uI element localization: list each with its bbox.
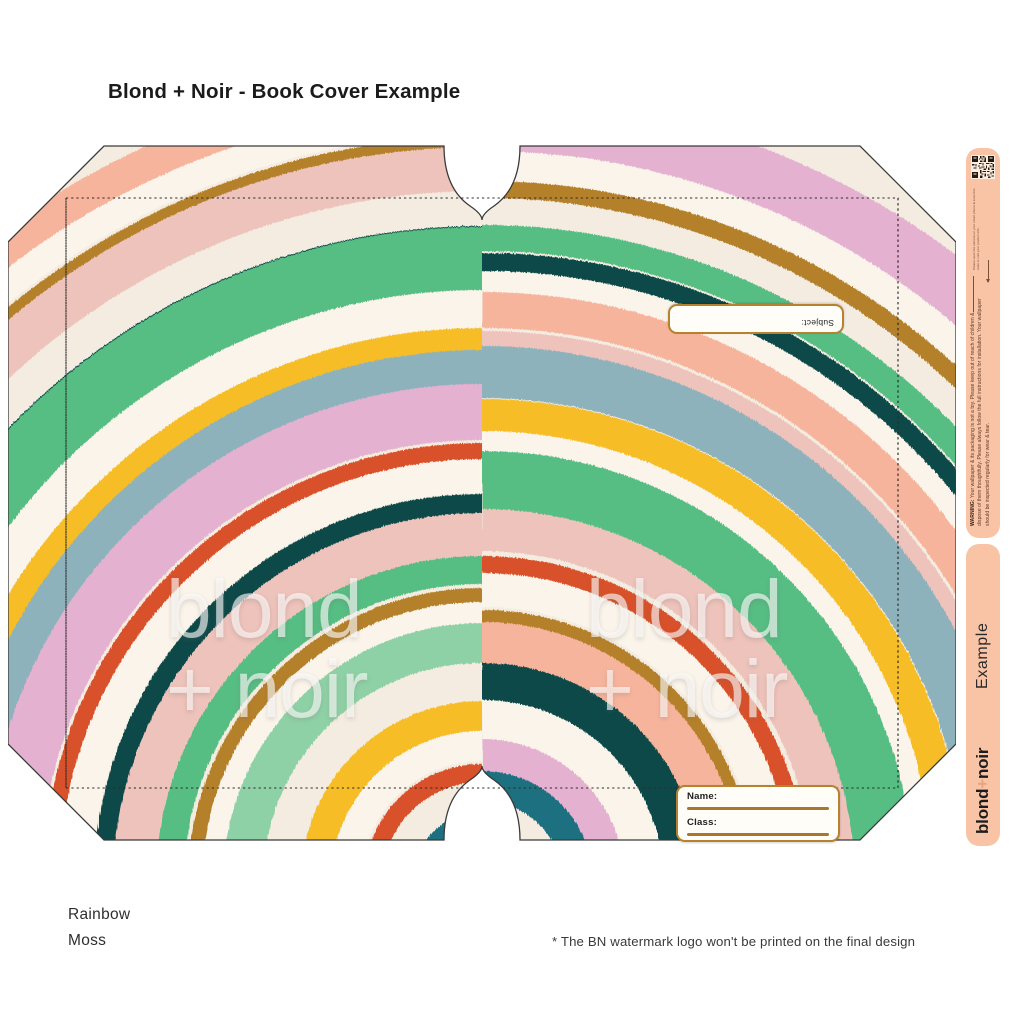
qr-divider bbox=[973, 276, 974, 312]
class-row[interactable]: Class: bbox=[678, 813, 838, 839]
brand-name-plus: + bbox=[973, 779, 992, 789]
page-title: Blond + Noir - Book Cover Example bbox=[108, 80, 461, 103]
book-cover-artboard: blond + noir blond + noir Subject: Name:… bbox=[8, 140, 956, 846]
name-label: Name: bbox=[687, 791, 718, 802]
class-write-line bbox=[687, 833, 829, 836]
brand-name-part1: blond bbox=[973, 788, 992, 834]
pattern-name-line2: Moss bbox=[68, 932, 107, 949]
book-cover-svg bbox=[8, 145, 956, 841]
safe-area-guide bbox=[65, 197, 899, 789]
name-row[interactable]: Name: bbox=[678, 787, 838, 813]
die-cut-outline bbox=[8, 145, 956, 841]
brand-label-strip: blond+noir Example bbox=[966, 544, 1000, 846]
class-label: Class: bbox=[687, 817, 717, 828]
brand-name-part2: noir bbox=[973, 747, 992, 779]
qr-code-icon[interactable] bbox=[971, 155, 995, 179]
name-write-line bbox=[687, 807, 829, 810]
subject-label: Subject: bbox=[801, 318, 834, 328]
warning-text: WARNING: Your wallpaper & its packaging … bbox=[970, 298, 992, 526]
pattern-name-line1: Rainbow bbox=[68, 906, 131, 923]
pattern-name: Rainbow Moss bbox=[68, 902, 130, 954]
watermark-footnote: * The BN watermark logo won't be printed… bbox=[552, 934, 916, 949]
brand-variant-label: Example bbox=[974, 622, 991, 689]
subject-field-box[interactable]: Subject: bbox=[668, 304, 844, 334]
warning-body: Your wallpaper & its packaging is not a … bbox=[970, 298, 991, 526]
warning-label-strip: Please open the camera on your smart pho… bbox=[966, 148, 1000, 538]
brand-name: blond+noir bbox=[973, 748, 993, 834]
qr-arrow-icon bbox=[986, 260, 990, 283]
qr-instruction-text: Please open the camera on your smart pho… bbox=[972, 188, 981, 270]
name-class-field-box[interactable]: Name: Class: bbox=[676, 785, 840, 842]
cover-artwork-group bbox=[8, 146, 956, 840]
rainbow-left-paint bbox=[8, 146, 482, 840]
warning-prefix: WARNING: bbox=[970, 499, 976, 526]
